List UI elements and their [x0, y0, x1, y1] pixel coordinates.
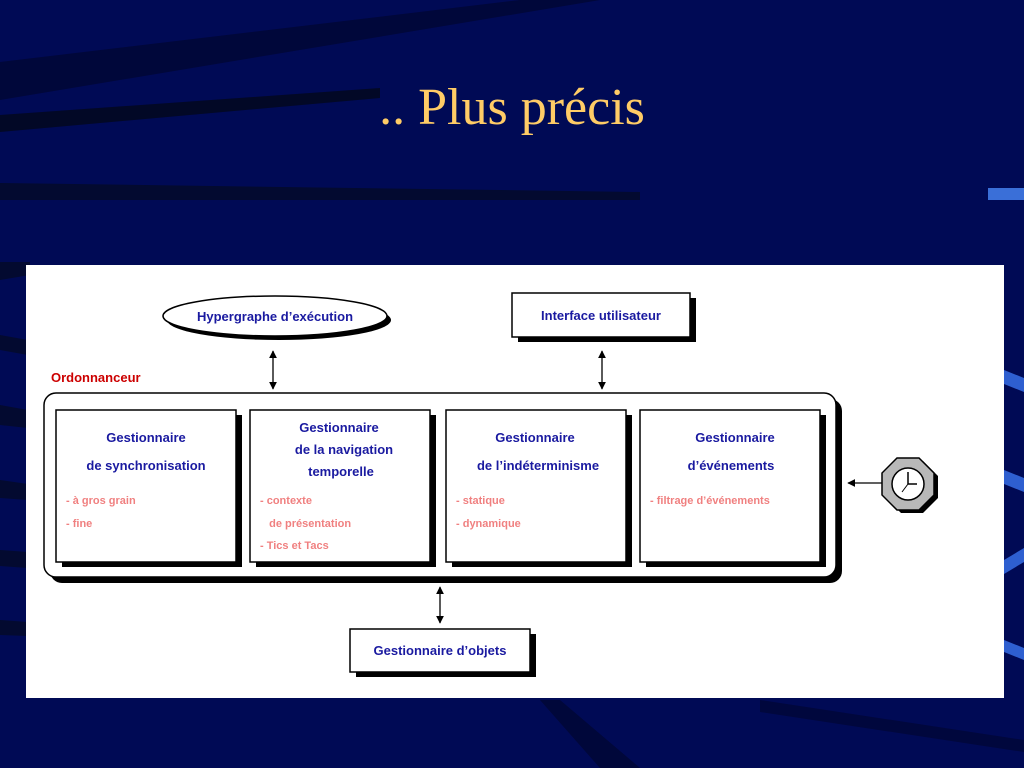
interface-label: Interface utilisateur	[541, 308, 661, 323]
manager-title-line: de synchronisation	[86, 458, 205, 473]
manager-title-line: d’événements	[688, 458, 775, 473]
manager-item: - Tics et Tacs	[260, 540, 329, 552]
manager-title-line: de la navigation	[295, 442, 393, 457]
manager-box-navigation: Gestionnaire de la navigation temporelle…	[249, 409, 436, 567]
manager-title-line: Gestionnaire	[695, 430, 774, 445]
hypergraph-label: Hypergraphe d’exécution	[197, 309, 353, 324]
manager-item: - filtrage d’événements	[650, 495, 770, 507]
scheduler-label: Ordonnanceur	[51, 370, 141, 385]
architecture-diagram: Hypergraphe d’exécution Interface utilis…	[43, 292, 938, 677]
manager-box-evenements: Gestionnaire d’événements - filtrage d’é…	[639, 409, 826, 567]
object-manager-label: Gestionnaire d’objets	[374, 643, 507, 658]
manager-item: - dynamique	[456, 518, 521, 530]
manager-title-line: de l’indéterminisme	[477, 458, 599, 473]
manager-box-synchronisation: Gestionnaire de synchronisation - à gros…	[55, 409, 242, 567]
manager-title-line: Gestionnaire	[495, 430, 574, 445]
manager-box-indeterminisme: Gestionnaire de l’indéterminisme - stati…	[445, 409, 632, 567]
manager-item: - contexte	[260, 495, 312, 507]
object-manager-node: Gestionnaire d’objets	[349, 628, 536, 677]
manager-title-line: Gestionnaire	[299, 420, 378, 435]
interface-node: Interface utilisateur	[511, 292, 696, 342]
hypergraph-node: Hypergraphe d’exécution	[162, 295, 391, 340]
manager-title-line: temporelle	[308, 464, 374, 479]
manager-item: - statique	[456, 495, 505, 507]
manager-title-line: Gestionnaire	[106, 430, 185, 445]
slide-title: .. Plus précis	[379, 79, 645, 136]
diagram-panel: Hypergraphe d’exécution Interface utilis…	[26, 265, 1004, 698]
manager-item: - à gros grain	[66, 495, 136, 507]
manager-item: - fine	[66, 518, 92, 530]
manager-item: de présentation	[260, 518, 351, 530]
clock-icon	[881, 457, 938, 513]
